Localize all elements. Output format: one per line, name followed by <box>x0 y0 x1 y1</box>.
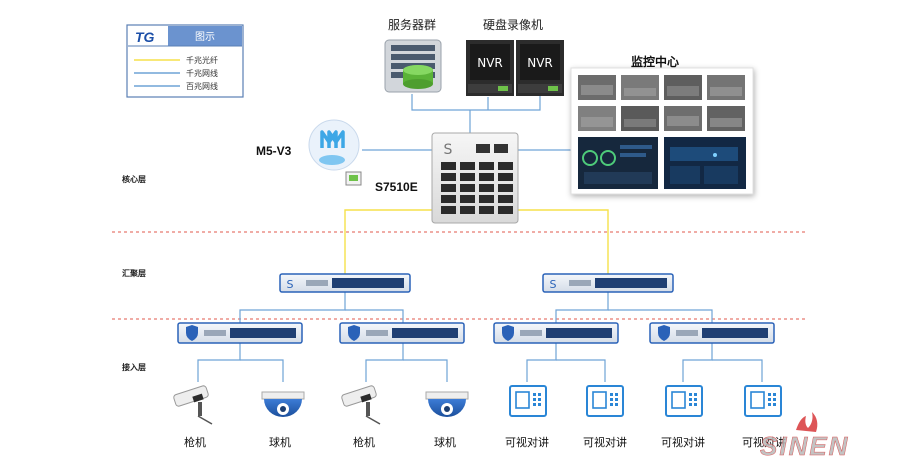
dome-camera-2: 球机 <box>425 391 469 449</box>
video-intercom-4: 可视对讲 <box>742 385 786 449</box>
layer-label-aggregation: 汇聚层 <box>122 268 146 278</box>
camera-feed-grid <box>578 75 745 131</box>
endpoint-label-1: 枪机 <box>184 435 206 449</box>
access-switch-4 <box>649 322 775 344</box>
dome-camera-icon <box>425 391 469 400</box>
shield-icon <box>658 325 670 341</box>
layer-label-access: 接入层 <box>122 362 146 372</box>
server-group: 服务器群 <box>384 17 442 93</box>
endpoint-label-2: 球机 <box>269 435 291 449</box>
video-intercom-2: 可视对讲 <box>583 385 627 449</box>
aggregation-switch-1: S <box>279 273 411 293</box>
legend-label-100m: 百兆网线 <box>186 81 218 91</box>
legend: TG 图示 千兆光纤 千兆网线 百兆网线 <box>126 24 244 98</box>
watermark-logo: SINEN <box>760 412 849 461</box>
connections <box>197 94 763 382</box>
aggregation-switch-1-logo: S <box>287 278 294 291</box>
bullet-camera-2: 枪机 <box>341 385 381 449</box>
access-switch-2 <box>339 322 465 344</box>
video-intercom-1: 可视对讲 <box>505 385 549 449</box>
legend-label-gigabit: 千兆网线 <box>186 68 218 78</box>
access-switch-1 <box>177 322 303 344</box>
controller-name: M5-V3 <box>256 144 292 158</box>
server-group-label: 服务器群 <box>388 17 436 32</box>
monitoring-center: 监控中心 <box>570 54 754 195</box>
shield-icon <box>502 325 514 341</box>
core-switch-logo: S <box>444 142 453 158</box>
dome-camera-icon <box>261 391 305 400</box>
video-intercom-3: 可视对讲 <box>661 385 705 449</box>
legend-logo: TG <box>135 29 155 45</box>
watermark-text: SINEN <box>760 431 849 461</box>
bullet-camera-icon <box>341 385 377 407</box>
core-switch-s7510e: S S7510E <box>375 132 519 224</box>
access-switch-3 <box>493 322 619 344</box>
flame-icon <box>796 412 818 432</box>
endpoint-label-7: 可视对讲 <box>661 435 705 449</box>
endpoint-label-3: 枪机 <box>353 435 375 449</box>
endpoint-label-6: 可视对讲 <box>583 435 627 449</box>
bullet-camera-1: 枪机 <box>173 385 213 449</box>
legend-label-fiber: 千兆光纤 <box>186 55 218 65</box>
aggregation-switch-2: S <box>542 273 674 293</box>
aggregation-switch-2-logo: S <box>550 278 557 291</box>
layer-label-core: 核心层 <box>122 174 146 184</box>
shield-icon <box>186 325 198 341</box>
endpoint-label-4: 球机 <box>434 435 456 449</box>
controller-m5-v3: M5-V3 <box>256 119 362 186</box>
core-switch-name: S7510E <box>375 180 418 194</box>
dome-camera-1: 球机 <box>261 391 305 449</box>
monitor-center-label: 监控中心 <box>631 54 679 69</box>
legend-title: 图示 <box>195 31 215 43</box>
endpoint-label-5: 可视对讲 <box>505 435 549 449</box>
bullet-camera-icon <box>173 385 209 407</box>
nvr-group-label: 硬盘录像机 <box>483 17 543 32</box>
nvr-unit-2: NVR <box>516 40 564 96</box>
nvr-unit-2-label: NVR <box>527 56 553 70</box>
nvr-unit-1: NVR <box>466 40 514 96</box>
nvr-group: 硬盘录像机 NVR NVR <box>466 17 564 96</box>
endpoint-label-8: 可视对讲 <box>742 435 786 449</box>
shield-icon <box>348 325 360 341</box>
nvr-unit-1-label: NVR <box>477 56 503 70</box>
